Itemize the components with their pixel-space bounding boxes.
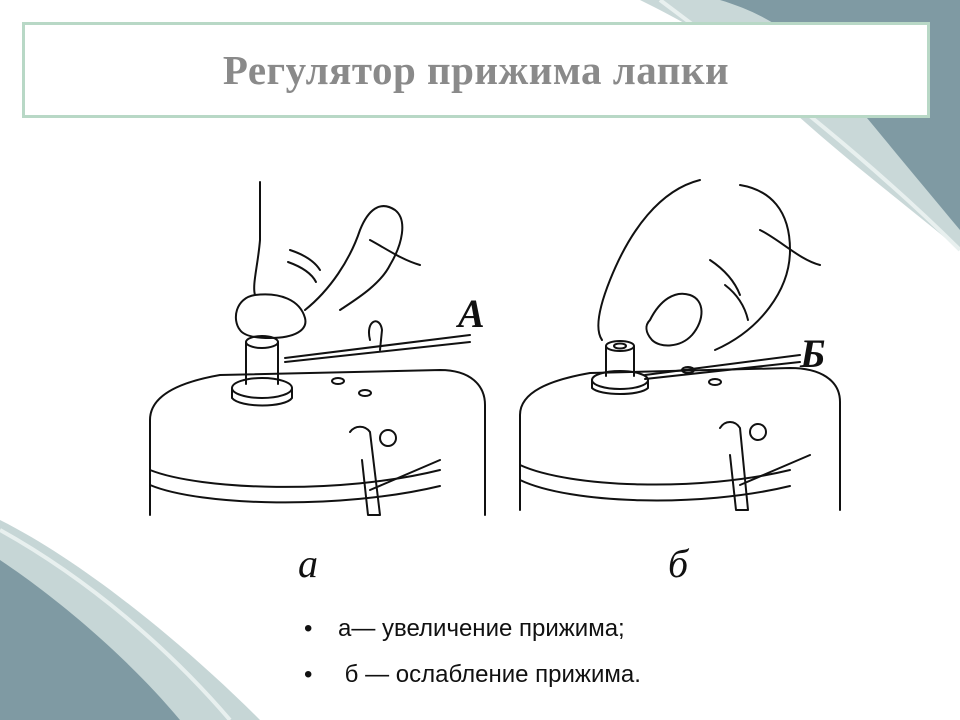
bullet-icon: • — [304, 661, 313, 688]
panel-b-drawing — [519, 179, 841, 511]
bottom-left-swoosh-dark — [0, 560, 180, 720]
bottom-left-swoosh-line — [0, 528, 232, 720]
caption-text: б — ослабление прижима. — [338, 661, 641, 688]
callout-label-a: А — [458, 291, 485, 336]
list-item: • а— увеличение прижима; — [290, 606, 641, 652]
list-item: • б — ослабление прижима. — [290, 652, 641, 698]
panel-a-drawing — [149, 181, 486, 516]
callout-label-b: Б — [800, 331, 826, 376]
presser-foot-regulator-figure: А Б а б — [140, 170, 860, 610]
caption-list: • а— увеличение прижима; • б — ослабление… — [290, 606, 641, 698]
illustration — [140, 170, 860, 610]
title-box: Регулятор прижима лапки — [22, 22, 930, 118]
caption-text: а— увеличение прижима; — [338, 615, 625, 642]
panel-label-a: а — [298, 541, 318, 586]
slide-title: Регулятор прижима лапки — [222, 47, 730, 93]
panel-label-b: б — [668, 541, 689, 586]
bullet-icon: • — [304, 615, 313, 642]
